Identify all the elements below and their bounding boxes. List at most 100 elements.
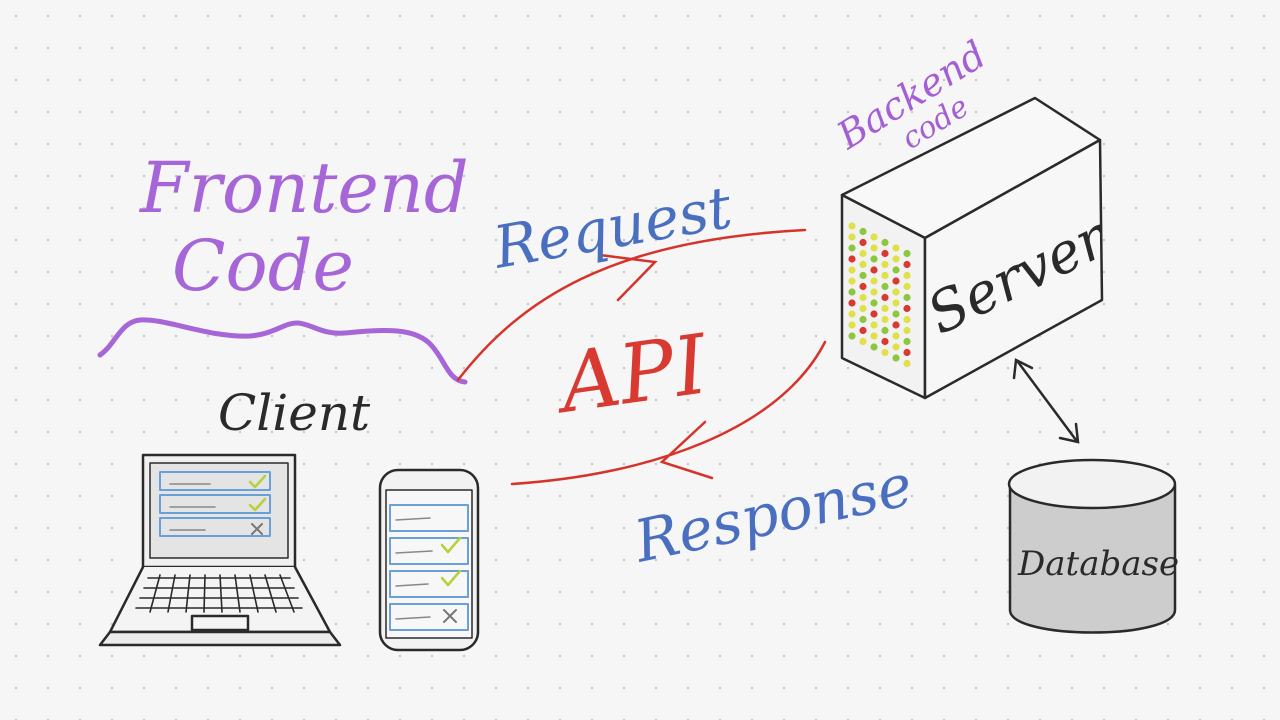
- frontend-label-line2: Code: [172, 225, 354, 307]
- server-led: [870, 321, 878, 329]
- server-led: [903, 293, 911, 302]
- api-label: API: [548, 317, 715, 433]
- laptop-screen-row: [159, 471, 271, 491]
- server-led: [848, 233, 856, 241]
- server-led: [881, 326, 889, 335]
- server-led: [881, 304, 889, 313]
- server-led: [881, 249, 889, 258]
- server-led: [892, 288, 900, 296]
- server-led: [859, 227, 867, 236]
- server-led: [859, 337, 867, 346]
- server-database-arrowhead-down: [1058, 422, 1080, 444]
- server-led: [881, 282, 889, 291]
- server-led: [892, 354, 900, 362]
- server-led: [870, 343, 878, 351]
- server-led: [870, 255, 878, 263]
- server-led: [848, 244, 856, 252]
- server-icon: [840, 96, 1104, 400]
- server-led: [903, 315, 911, 324]
- server-led: [903, 304, 911, 313]
- server-led: [859, 293, 867, 302]
- server-led: [870, 277, 878, 285]
- server-led: [903, 260, 911, 269]
- phone-screen-row: [389, 603, 469, 631]
- check-icon: [248, 497, 267, 512]
- server-led: [870, 233, 878, 241]
- server-database-arrowhead-up: [1012, 358, 1034, 380]
- phone-row-text: [395, 517, 431, 521]
- server-led: [903, 326, 911, 335]
- server-led: [892, 310, 900, 318]
- server-led: [848, 299, 856, 307]
- server-led: [859, 271, 867, 280]
- request-arrow-line: [456, 228, 807, 382]
- server-led: [870, 299, 878, 307]
- frontend-label-line1: Frontend: [138, 147, 469, 229]
- database-label: Database: [1017, 544, 1179, 584]
- server-led: [848, 222, 856, 230]
- server-led: [859, 282, 867, 291]
- cross-icon: [251, 523, 263, 535]
- database-top: [1007, 458, 1177, 510]
- server-led: [859, 326, 867, 335]
- server-led: [859, 304, 867, 313]
- phone-screen-row: [389, 570, 469, 598]
- server-side: [923, 138, 1104, 400]
- server-led: [859, 238, 867, 247]
- database-body: [1008, 485, 1177, 634]
- phone-row-text: [395, 550, 433, 554]
- server-led: [892, 277, 900, 285]
- server-database-arrow-line: [1016, 360, 1078, 442]
- phone-icon: [378, 468, 480, 652]
- server-led: [870, 244, 878, 252]
- server-led: [892, 266, 900, 274]
- server-led: [881, 315, 889, 324]
- server-led: [881, 260, 889, 269]
- check-icon: [440, 536, 462, 554]
- server-led: [848, 266, 856, 274]
- frontend-code-label: Frontend Code: [138, 147, 469, 307]
- server-led: [870, 332, 878, 340]
- server-led: [903, 348, 911, 357]
- server-led: [870, 266, 878, 274]
- server-led-panel: [848, 222, 911, 368]
- cross-icon: [443, 609, 457, 623]
- laptop-screen-row: [159, 517, 271, 537]
- server-led: [848, 277, 856, 285]
- server-led: [859, 260, 867, 269]
- frontend-brace: [97, 317, 468, 385]
- phone-screen-row: [389, 504, 469, 532]
- server-led: [848, 288, 856, 296]
- server-led: [892, 321, 900, 329]
- server-led: [892, 255, 900, 263]
- request-arrow: [456, 228, 807, 382]
- server-led: [859, 249, 867, 258]
- server-led: [892, 244, 900, 252]
- server-led: [892, 343, 900, 351]
- client-label: Client: [218, 384, 371, 442]
- laptop-trackpad: [190, 614, 250, 632]
- response-arrowhead: [659, 420, 714, 480]
- response-arrow-line: [510, 340, 827, 486]
- server-led: [903, 337, 911, 346]
- server-led: [848, 321, 856, 329]
- server-led: [848, 332, 856, 340]
- phone-row-text: [395, 616, 431, 620]
- server-led: [848, 255, 856, 263]
- server-led: [881, 337, 889, 346]
- server-led: [892, 299, 900, 307]
- server-led: [903, 249, 911, 258]
- server-led: [903, 282, 911, 291]
- laptop-icon: [98, 453, 342, 647]
- server-database-arrow: [1012, 358, 1080, 444]
- server-led: [903, 271, 911, 280]
- phone-row-text: [395, 583, 429, 587]
- server-led: [881, 271, 889, 280]
- check-icon: [440, 569, 462, 587]
- server-led: [903, 359, 911, 368]
- server-led: [859, 315, 867, 324]
- database-icon: [1007, 458, 1177, 634]
- phone-screen-row: [389, 537, 469, 565]
- server-led: [892, 332, 900, 340]
